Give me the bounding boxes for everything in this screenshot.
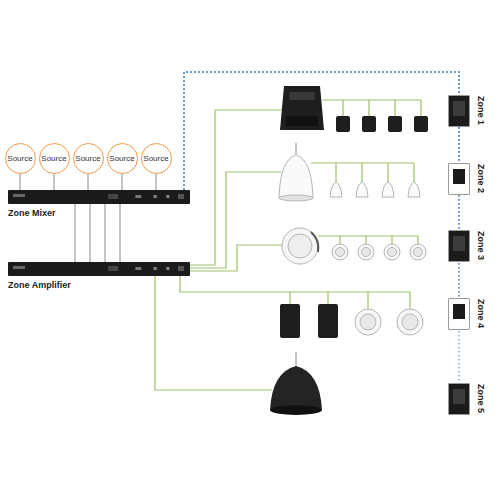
zone-controller: Zone 5 bbox=[448, 383, 470, 415]
source-circle: Source bbox=[73, 143, 104, 174]
source-circle: Source bbox=[5, 143, 36, 174]
control-link bbox=[184, 72, 459, 190]
control-link bbox=[184, 72, 459, 190]
mixer-amp-wire bbox=[75, 204, 76, 262]
pendant-speakers-white bbox=[279, 143, 420, 201]
source-circle: Source bbox=[39, 143, 70, 174]
zone-controller: Zone 3 bbox=[448, 230, 470, 262]
mixer-amp-wire bbox=[90, 204, 91, 262]
zone-label: Zone 3 bbox=[476, 231, 486, 260]
source-circle: Source bbox=[141, 143, 172, 174]
box-speakers bbox=[280, 304, 338, 338]
zone-controller: Zone 1 bbox=[448, 95, 470, 127]
mixer-amp-wire bbox=[120, 204, 121, 262]
source-label: Source bbox=[41, 154, 66, 163]
rack-unit: Zone Amplifier bbox=[8, 262, 190, 276]
unit-label: Zone Amplifier bbox=[8, 280, 71, 290]
rack-front-detail bbox=[8, 262, 190, 276]
control-link bbox=[184, 72, 459, 383]
source-label: Source bbox=[75, 154, 100, 163]
source-wire bbox=[54, 174, 55, 191]
source-wire bbox=[156, 174, 157, 191]
pendant-speaker-black bbox=[270, 352, 322, 415]
source-label: Source bbox=[143, 154, 168, 163]
rack-unit: Zone Mixer bbox=[8, 190, 190, 204]
controller-screen bbox=[453, 304, 465, 319]
speaker-wires bbox=[155, 100, 421, 390]
controller-screen bbox=[453, 389, 465, 404]
ceiling-speakers bbox=[282, 228, 426, 335]
control-link bbox=[184, 72, 459, 298]
control-link bbox=[184, 72, 459, 230]
source-label: Source bbox=[109, 154, 134, 163]
zone-label: Zone 1 bbox=[476, 96, 486, 125]
source-wire bbox=[88, 174, 89, 191]
rack-front-detail bbox=[8, 190, 190, 204]
controller-screen bbox=[453, 236, 465, 251]
source-wire bbox=[20, 174, 21, 191]
controller-screen bbox=[453, 101, 465, 116]
zone-label: Zone 4 bbox=[476, 299, 486, 328]
source-circle: Source bbox=[107, 143, 138, 174]
unit-label: Zone Mixer bbox=[8, 208, 56, 218]
subwoofer bbox=[280, 86, 324, 130]
source-label: Source bbox=[7, 154, 32, 163]
satellite-speakers bbox=[336, 116, 428, 132]
zone-label: Zone 2 bbox=[476, 164, 486, 193]
mixer-amp-wire bbox=[105, 204, 106, 262]
zone-controller: Zone 4 bbox=[448, 298, 470, 330]
zone-controller: Zone 2 bbox=[448, 163, 470, 195]
zone-label: Zone 5 bbox=[476, 384, 486, 413]
controller-screen bbox=[453, 169, 465, 184]
source-wire bbox=[122, 174, 123, 191]
